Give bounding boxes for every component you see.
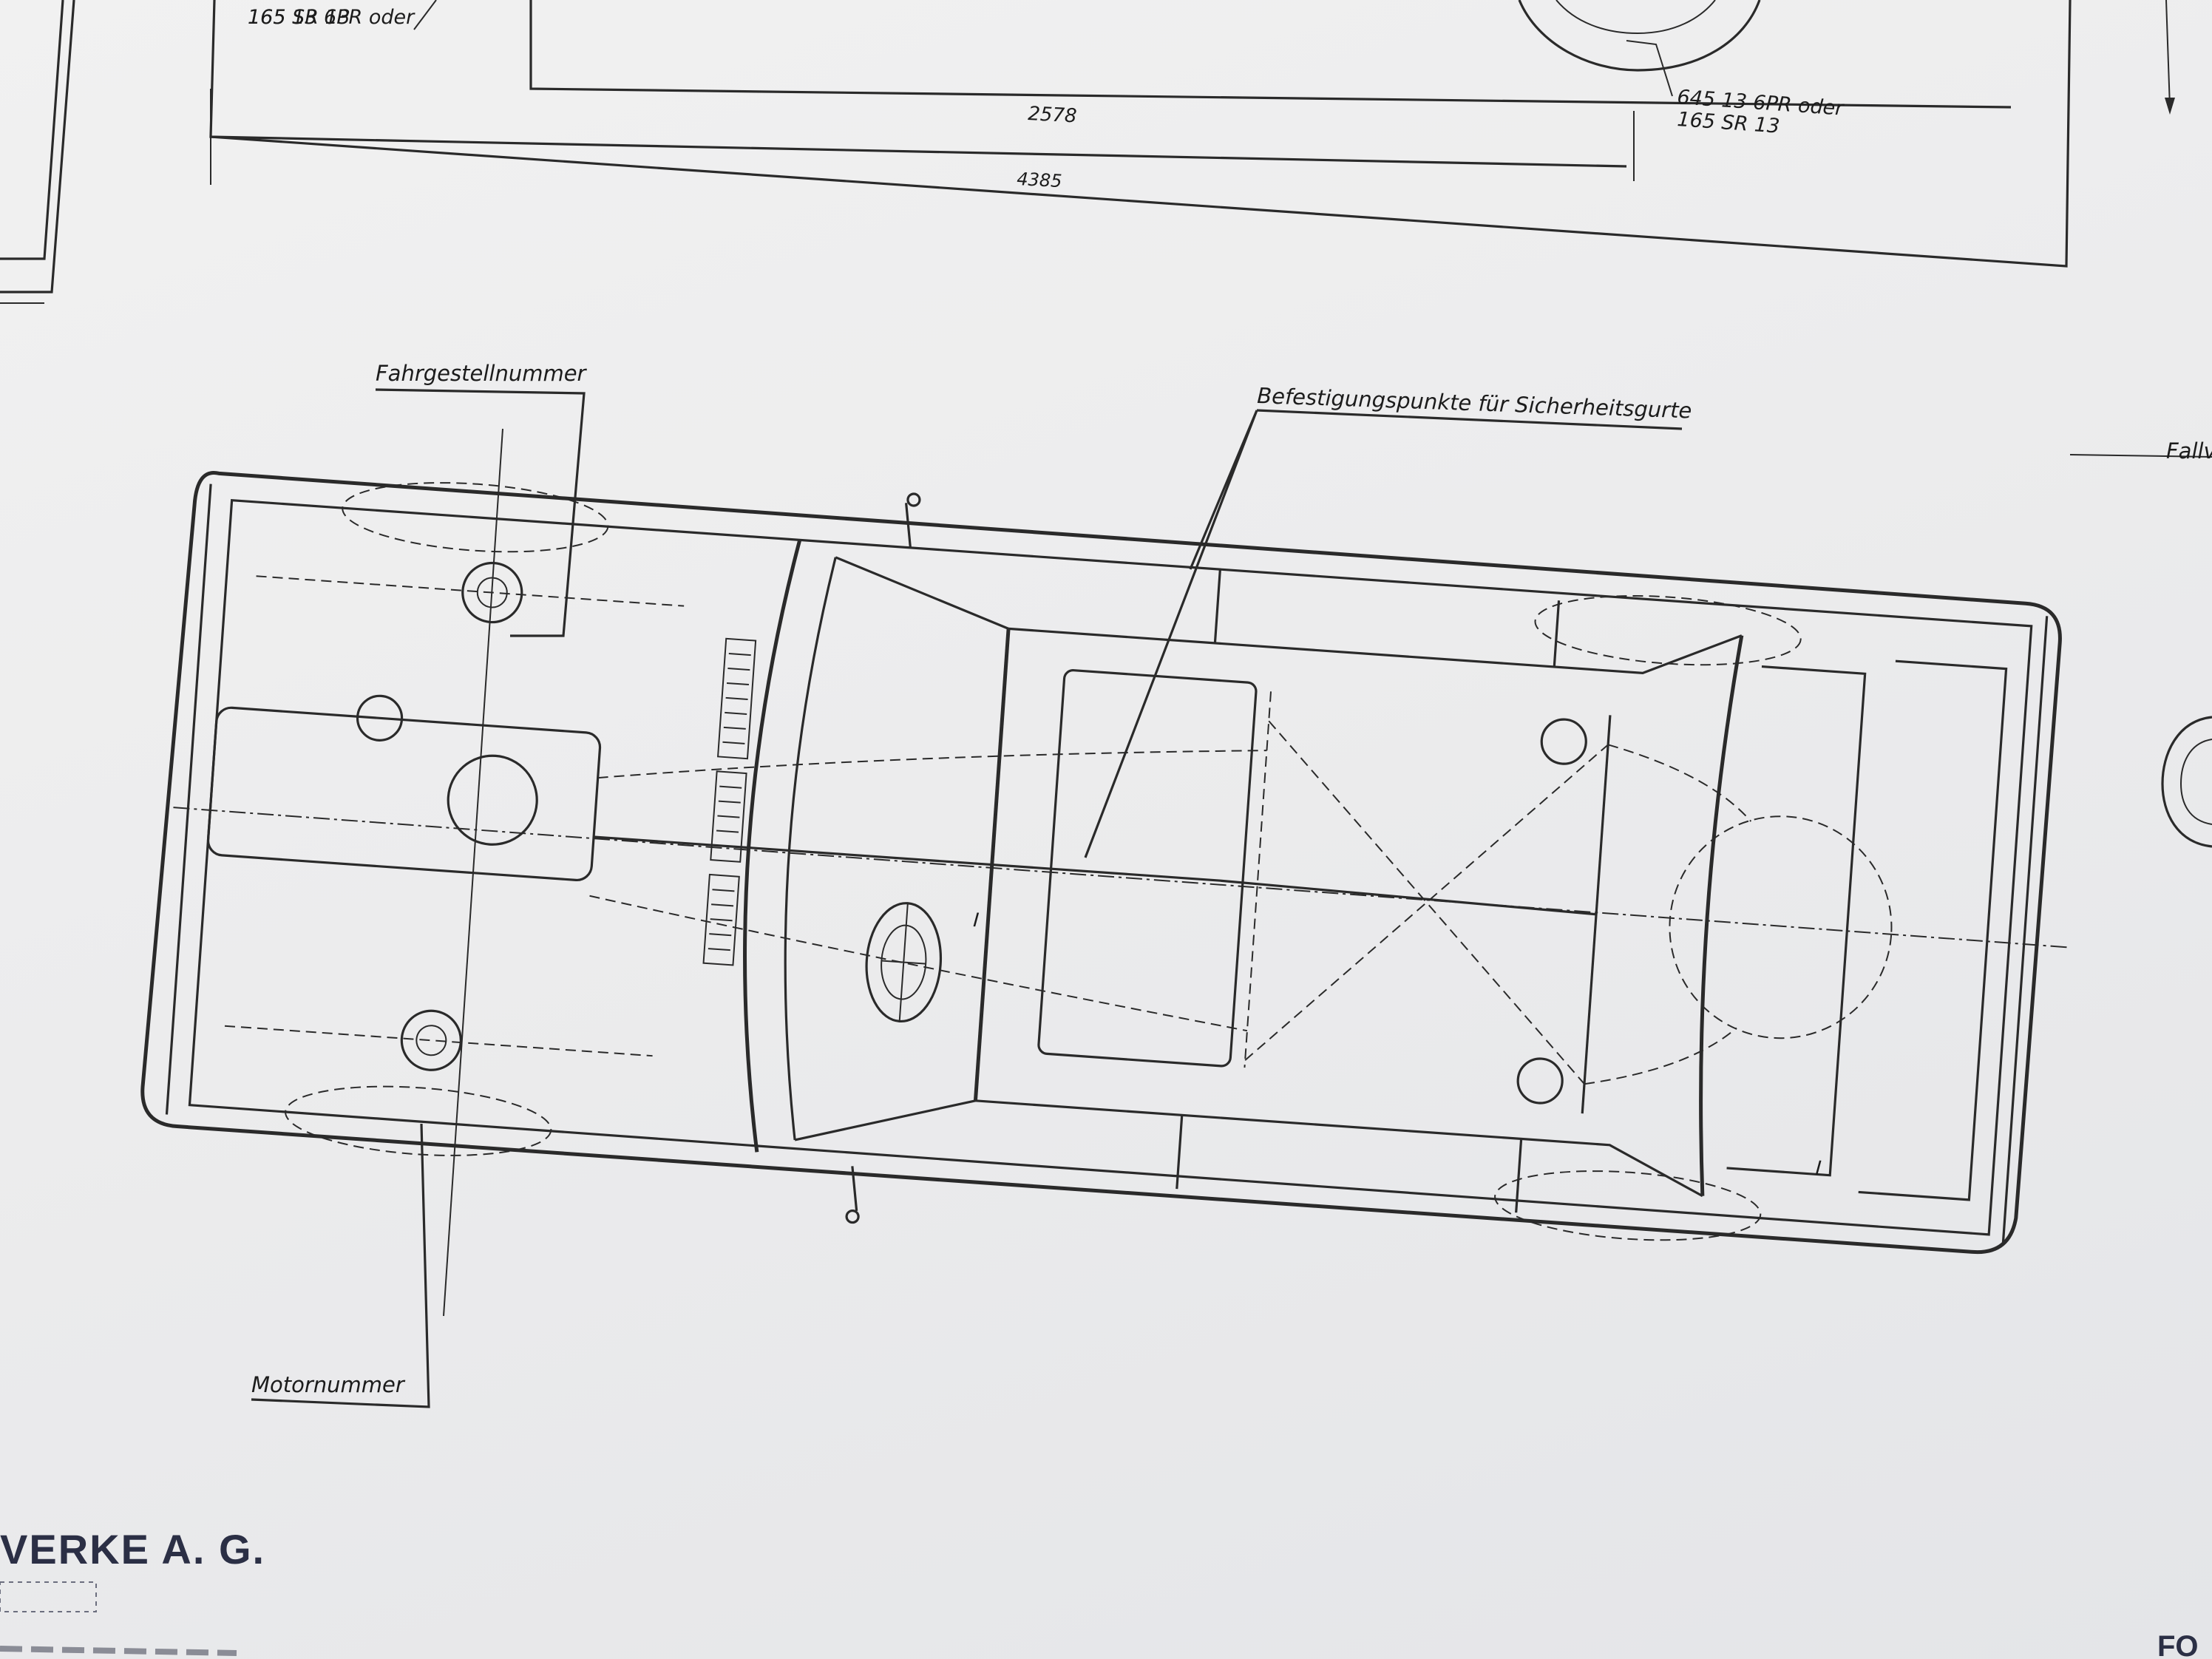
underline-seatbelt-label — [1256, 409, 1683, 430]
right-partial-wheel — [2161, 716, 2212, 848]
door-split-lines — [1175, 569, 1221, 1190]
front-seat-frame — [1037, 669, 1258, 1068]
a-pillars — [794, 556, 1009, 1141]
label-chassis-number: Fahrgestellnummer — [376, 361, 588, 386]
spare-wheel — [1669, 815, 1893, 1039]
right-edge-label-underline — [2069, 454, 2212, 458]
annotation-leaders — [251, 388, 2212, 1408]
label-seatbelt-points: Befestigungspunkte für Sicherheitsgurte — [1257, 383, 1692, 424]
mirrors — [851, 503, 912, 1212]
rear-suspension-right — [1516, 1057, 1564, 1105]
label-engine-number: Motornummer — [251, 1372, 406, 1397]
body-outline — [140, 470, 2062, 1255]
reference-line-vertical — [443, 428, 503, 1317]
label-right-edge-partial: Fallv — [2166, 438, 2212, 464]
leader-seatbelt-points — [1084, 410, 1258, 858]
front-wheel-left — [342, 482, 609, 553]
rear-panel — [1858, 659, 2008, 1201]
tyre-spec-left-partial: 165 13 6PR oder — [248, 6, 415, 29]
roof-side-edges — [975, 627, 1743, 1198]
stamp-line — [0, 1646, 237, 1656]
seat-marker-2: I — [1815, 1157, 1822, 1179]
ventilation-grille — [702, 637, 757, 966]
engine-block — [206, 706, 602, 882]
rear-wheel-right — [1494, 1170, 1762, 1241]
leader-engine-number — [251, 1123, 430, 1408]
side-view-fragment: 165 13 6PR oder 165 SR 13 645 13 6PR ode… — [0, 0, 2175, 304]
leader-tyre-left — [413, 0, 437, 30]
seat-marker-1: I — [972, 909, 980, 932]
x-frame-members — [1244, 720, 1609, 1085]
leader-tyre-right — [1626, 40, 1673, 97]
front-wheel-right — [285, 1085, 552, 1156]
dim-line-length — [210, 0, 2072, 268]
bumpers — [165, 484, 2049, 1244]
dim-wheelbase-value: 2578 — [1028, 103, 1078, 127]
right-dim-line — [2165, 0, 2171, 108]
tyre-spec-left: 165 SR 13 — [248, 6, 350, 29]
company-stamp: VERKE A. G. — [0, 1526, 265, 1573]
body-inner-line — [188, 498, 2033, 1236]
trunk-outline — [1726, 665, 1867, 1177]
bottom-right-partial: FO — [2157, 1630, 2199, 1659]
rear-wheel-arc-outer — [1518, 0, 1761, 72]
seat-divider — [1244, 691, 1272, 1068]
dim-line-wheelbase — [209, 0, 1627, 168]
body-lower-line — [529, 0, 2012, 109]
leader-chassis-number — [375, 388, 586, 637]
rear-suspension-left — [1540, 718, 1587, 765]
rear-wheel-left — [1534, 594, 1802, 666]
windscreen-inner-edge — [784, 557, 837, 1141]
windscreen-front-edge — [743, 539, 802, 1153]
rear-wheel-arc-inner — [1555, 0, 1716, 35]
center-line — [173, 807, 2069, 949]
dim-extension-lines — [210, 89, 1635, 185]
car-top-view: I I — [140, 470, 2069, 1255]
left-frame-line-1 — [0, 0, 64, 260]
left-frame-line-2 — [0, 0, 75, 294]
stamp-smudge — [0, 1581, 97, 1612]
front-suspension-right — [400, 1009, 462, 1071]
dim-length-value: 4385 — [1017, 169, 1062, 191]
rear-door-lines — [1515, 600, 1561, 1213]
rear-window-edge — [1699, 635, 1744, 1196]
frame-rails — [589, 750, 1267, 1032]
drive-shaft — [593, 835, 1597, 916]
